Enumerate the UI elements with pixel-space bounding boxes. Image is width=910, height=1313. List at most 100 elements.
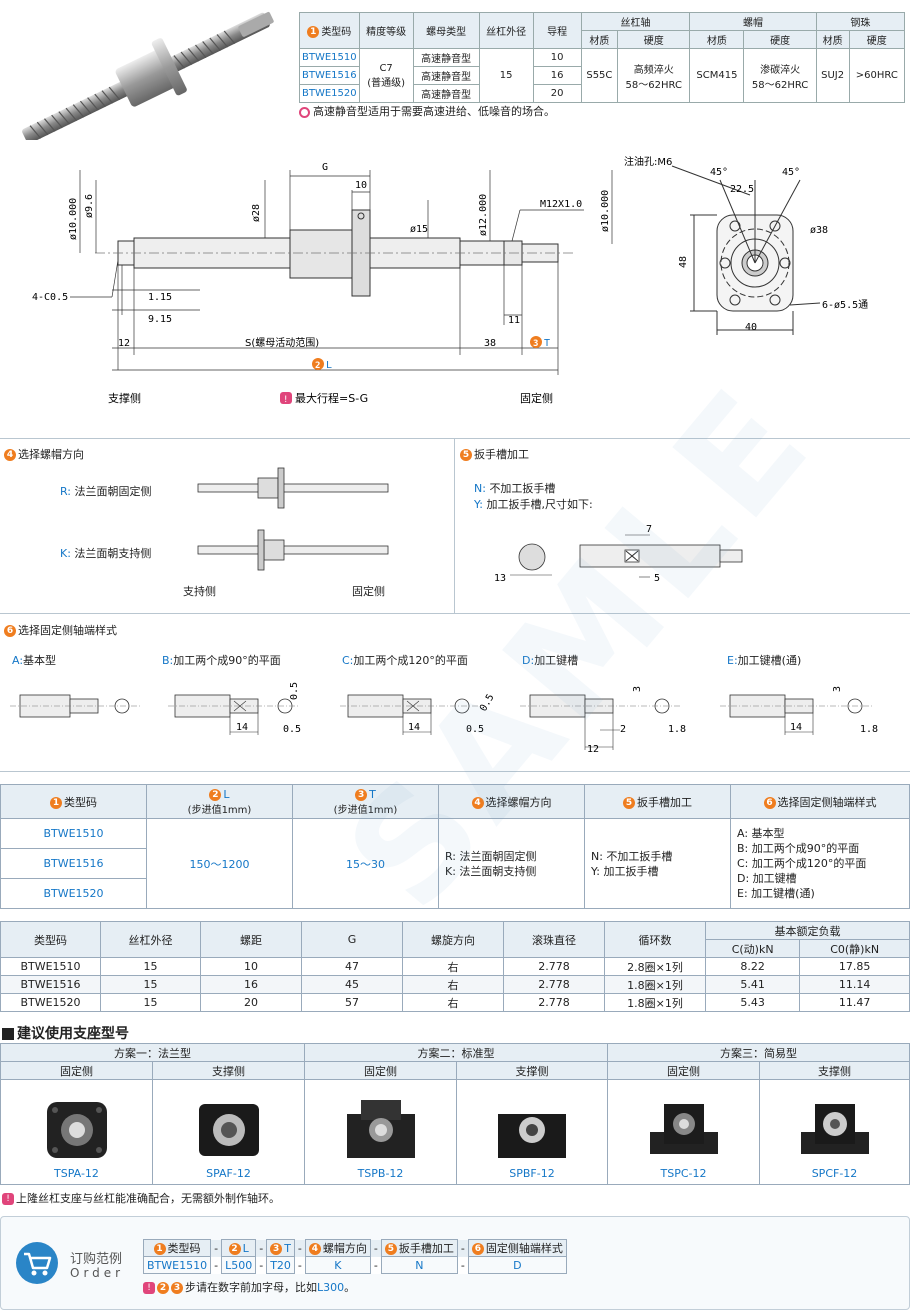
svg-text:3: 3 bbox=[533, 339, 538, 349]
dim-d38: ø38 bbox=[810, 225, 828, 236]
dimension-drawing: G 10 ø28 ø15 ø12.000 ø10.000 ø10.000 ø9.… bbox=[32, 155, 868, 405]
svg-text:!: ! bbox=[283, 395, 288, 405]
ex-dir: K bbox=[304, 1256, 371, 1274]
svg-text:0.5: 0.5 bbox=[289, 682, 300, 700]
support-table: 方案一：法兰型 方案二：标准型 方案三：简易型 固定侧支撑侧 固定侧支撑侧 固定… bbox=[0, 1043, 910, 1185]
dim-chamfer: 4-C0.5 bbox=[32, 292, 68, 303]
dim-38: 38 bbox=[484, 338, 496, 349]
angle-45b: 45° bbox=[782, 167, 800, 178]
type-code: BTWE1520 bbox=[299, 84, 360, 103]
dim-m12: M12X1.0 bbox=[540, 199, 582, 210]
end-d: 加工键槽 bbox=[534, 654, 579, 667]
performance-table: 类型码 丝杠外径 螺距 G 螺旋方向 滚珠直径 循环数 基本额定负载 C(动)k… bbox=[0, 921, 910, 1012]
shaft-end-diagrams: 14 14 14 12 2 0.5 0.5 0.5 0.5 1.8 1.8 3 … bbox=[10, 682, 878, 755]
svg-text:7: 7 bbox=[646, 524, 652, 535]
dim-d96: ø9.6 bbox=[84, 194, 95, 218]
end-c: 加工两个成120°的平面 bbox=[353, 654, 468, 667]
order-type: BTWE1510 bbox=[0, 818, 147, 849]
svg-text:14: 14 bbox=[790, 722, 802, 733]
svg-text:1.8: 1.8 bbox=[860, 724, 878, 735]
spec-note: 高速静音型适用于需要高速进给、低噪音的场合。 bbox=[299, 103, 555, 119]
l-range: 150～1200 bbox=[146, 818, 293, 909]
ex-l: L500 bbox=[221, 1256, 257, 1274]
tspb-image bbox=[346, 1100, 415, 1158]
svg-text:3: 3 bbox=[632, 686, 643, 692]
dim-d10b: ø10.000 bbox=[600, 190, 611, 232]
dim-48: 48 bbox=[678, 256, 689, 268]
angle-45a: 45° bbox=[710, 167, 728, 178]
type-code: BTWE1516 bbox=[299, 66, 360, 85]
svg-text:2: 2 bbox=[315, 361, 320, 371]
tspc-image bbox=[649, 1104, 718, 1154]
type-code: BTWE1510 bbox=[299, 48, 360, 67]
dim-225: 22.5 bbox=[730, 184, 754, 195]
model-tspa: TSPA-12 bbox=[54, 1167, 99, 1180]
svg-text:12: 12 bbox=[587, 744, 599, 755]
fixed-side-label: 固定侧 bbox=[520, 391, 553, 405]
svg-text:5: 5 bbox=[654, 573, 660, 584]
ex-t: T20 bbox=[266, 1256, 295, 1274]
cart-icon bbox=[16, 1242, 58, 1284]
model-spaf: SPAF-12 bbox=[206, 1167, 251, 1180]
dim-g: G bbox=[322, 162, 328, 173]
dim-915: 9.15 bbox=[148, 314, 172, 325]
order-title: 订购范例 bbox=[70, 1252, 123, 1267]
order-type: BTWE1516 bbox=[0, 848, 147, 879]
dim-d12: ø12.000 bbox=[478, 194, 489, 236]
svg-text:3: 3 bbox=[832, 686, 843, 692]
nut-dir-r: 法兰面朝固定侧 bbox=[74, 485, 152, 498]
model-tspc: TSPC-12 bbox=[660, 1167, 707, 1180]
support-title: 建议使用支座型号 bbox=[2, 1023, 129, 1043]
svg-text:14: 14 bbox=[236, 722, 248, 733]
end-a: 基本型 bbox=[23, 654, 57, 667]
dim-40: 40 bbox=[745, 322, 757, 333]
wrench-n: 不加工扳手槽 bbox=[489, 482, 556, 495]
spaf-image bbox=[198, 1104, 259, 1156]
model-spcf: SPCF-12 bbox=[811, 1167, 858, 1180]
wrench-slot-diagram: 13 7 5 bbox=[494, 524, 743, 584]
end-e: 加工键槽(通) bbox=[737, 654, 802, 667]
dim-d15: ø15 bbox=[410, 224, 428, 235]
ex-end: D bbox=[467, 1256, 567, 1274]
svg-text:0.5: 0.5 bbox=[466, 724, 484, 735]
dim-holes: 6-ø5.5通 bbox=[822, 299, 868, 311]
support-note: !上隆丝杠支座与丝杠能准确配合，无需额外制作轴环。 bbox=[2, 1190, 280, 1206]
sec4-fixed: 固定侧 bbox=[352, 585, 385, 598]
dim-s: S(螺母活动范围) bbox=[245, 336, 319, 349]
sec4-support: 支持侧 bbox=[183, 585, 216, 598]
dim-115: 1.15 bbox=[148, 292, 172, 303]
dim-d10a: ø10.000 bbox=[68, 198, 79, 240]
dim-12: 12 bbox=[118, 338, 130, 349]
svg-text:14: 14 bbox=[408, 722, 420, 733]
model-tspb: TSPB-12 bbox=[357, 1167, 404, 1180]
ex-type: BTWE1510 bbox=[142, 1256, 212, 1274]
dim-t: T bbox=[544, 338, 550, 349]
dim-d28: ø28 bbox=[251, 204, 262, 222]
support-side-label: 支撑侧 bbox=[108, 391, 141, 405]
ball-screw-photo bbox=[22, 12, 274, 140]
svg-text:0.5: 0.5 bbox=[478, 692, 497, 713]
nut-dir-k: 法兰面朝支持侧 bbox=[74, 547, 152, 560]
tspa-image bbox=[46, 1102, 107, 1158]
svg-text:13: 13 bbox=[494, 573, 506, 584]
dim-l: L bbox=[326, 360, 332, 371]
spcf-image bbox=[800, 1104, 869, 1154]
svg-text:1.8: 1.8 bbox=[668, 724, 686, 735]
svg-text:0.5: 0.5 bbox=[283, 724, 301, 735]
order-type: BTWE1520 bbox=[0, 878, 147, 909]
model-spbf: SPBF-12 bbox=[509, 1167, 555, 1180]
end-b: 加工两个成90°的平面 bbox=[173, 654, 281, 667]
spbf-image bbox=[498, 1114, 566, 1158]
svg-text:2: 2 bbox=[620, 724, 626, 735]
dim-11: 11 bbox=[508, 315, 520, 326]
